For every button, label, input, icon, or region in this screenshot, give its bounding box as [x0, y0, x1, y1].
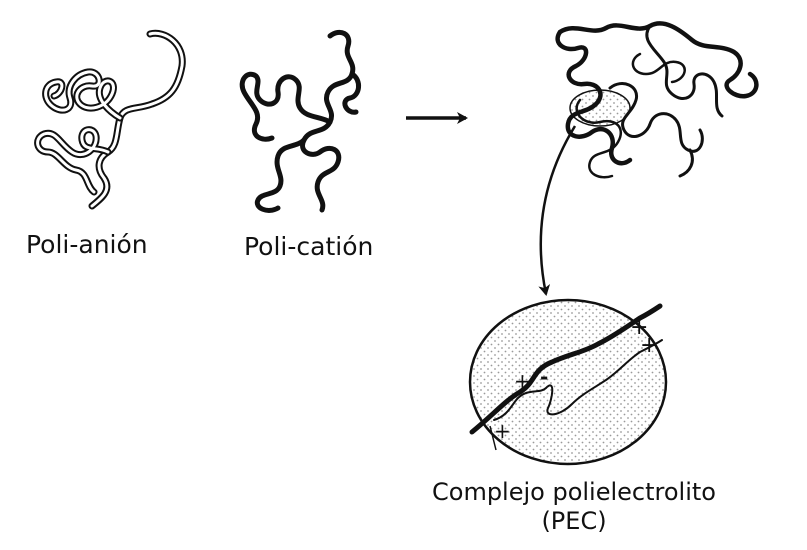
negative-charge-sign: -	[540, 365, 548, 389]
pec-caption: Complejo polielectrolito (PEC)	[384, 478, 764, 536]
pec-particle: - + + + +	[470, 300, 666, 464]
positive-charge-sign: +	[494, 419, 511, 443]
positive-charge-sign: +	[514, 369, 531, 393]
positive-charge-sign: +	[640, 333, 658, 358]
polycation-label: Poli-catión	[244, 232, 373, 262]
polycation-coil	[242, 32, 358, 210]
curved-down-arrow-icon	[541, 126, 575, 294]
polyanion-label: Poli-anión	[26, 230, 148, 260]
entangled-complex-coil	[558, 23, 757, 177]
pec-abbreviation: (PEC)	[384, 507, 764, 536]
polyanion-coil	[38, 33, 183, 206]
pec-name: Complejo polielectrolito	[384, 478, 764, 507]
